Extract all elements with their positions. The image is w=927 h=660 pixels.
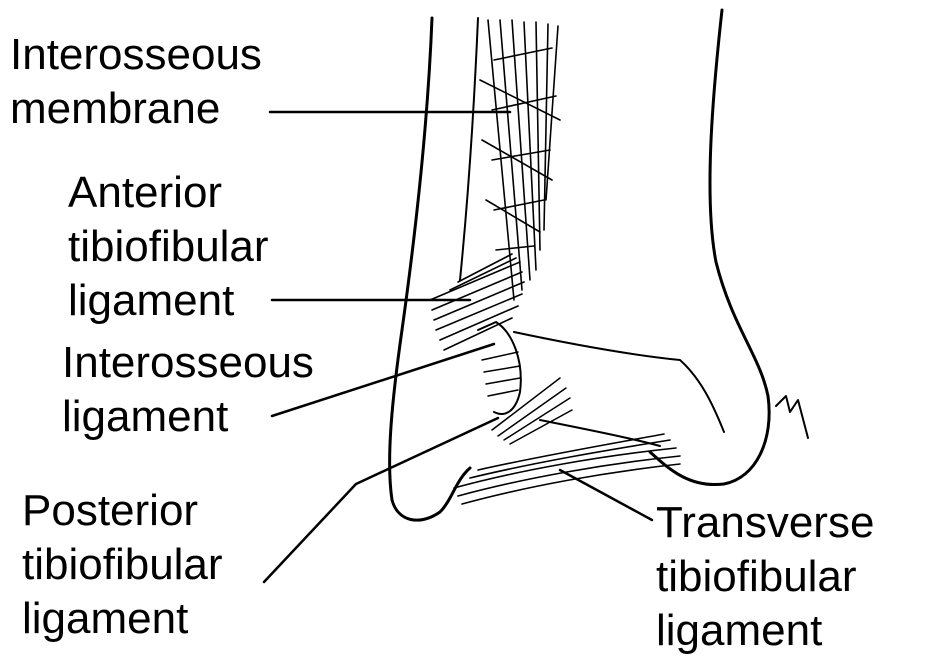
- membrane-hatching: [480, 20, 560, 300]
- label-line: tibiofibular: [656, 550, 874, 604]
- interosseous-ligament-outline: [478, 322, 521, 414]
- label-line: tibiofibular: [68, 220, 269, 274]
- label-posterior-tibiofibular-ligament: Posterior tibiofibular ligament: [22, 484, 223, 646]
- nick-mark: [776, 396, 808, 438]
- label-line: ligament: [22, 592, 223, 646]
- label-interosseous-ligament: Interosseous ligament: [62, 336, 314, 444]
- tibia-malleolus-edge: [540, 420, 660, 446]
- leader-transverse-ligament: [560, 470, 652, 520]
- label-line: ligament: [656, 604, 874, 658]
- label-line: Interosseous: [62, 336, 314, 390]
- label-line: ligament: [62, 390, 314, 444]
- label-line: tibiofibular: [22, 538, 223, 592]
- tibia-inner-curve: [514, 332, 724, 432]
- transverse-ligament-hatching: [454, 434, 680, 504]
- label-anterior-tibiofibular-ligament: Anterior tibiofibular ligament: [68, 166, 269, 328]
- label-line: Interosseous: [10, 28, 262, 82]
- interosseous-ligament-hatching: [482, 352, 520, 396]
- tibia-outline: [650, 10, 769, 485]
- label-line: membrane: [10, 82, 262, 136]
- label-line: ligament: [68, 274, 269, 328]
- fibula-outline: [390, 18, 470, 520]
- label-line: Anterior: [68, 166, 269, 220]
- label-line: Posterior: [22, 484, 223, 538]
- label-transverse-tibiofibular-ligament: Transverse tibiofibular ligament: [656, 496, 874, 658]
- label-line: Transverse: [656, 496, 874, 550]
- posterior-ligament-hatching: [492, 378, 572, 444]
- fibula-inner-edge: [460, 18, 478, 280]
- label-interosseous-membrane: Interosseous membrane: [10, 28, 262, 136]
